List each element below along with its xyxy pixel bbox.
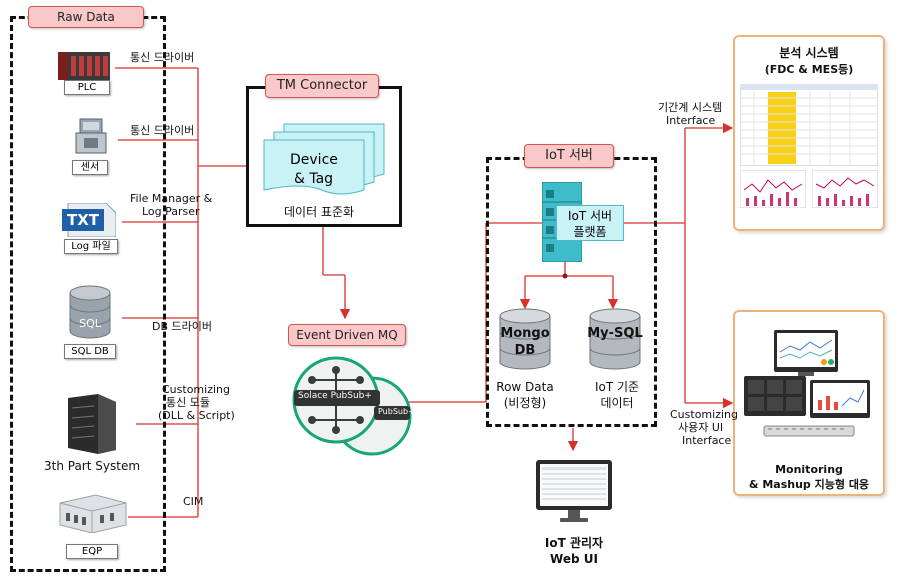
monitoring-title-1: Monitoring (775, 463, 843, 476)
monitoring-link-3: Interface (682, 434, 732, 447)
analysis-title-2: (FDC & MES등) (764, 63, 854, 76)
iot-platform-box[interactable]: IoT 서버 플랫폼 (556, 205, 624, 241)
analysis-table-thumbnail (739, 83, 879, 167)
third-party-link-3: (DLL & Script) (158, 409, 235, 422)
txt-file-icon: TXT (62, 202, 117, 238)
eqp-label: EQP (66, 544, 118, 559)
doc-line-2: & Tag (294, 171, 334, 187)
row-data-caption-2: (비정형) (503, 396, 547, 410)
mongo-db-icon (498, 308, 552, 370)
mysql-db-icon (588, 308, 642, 370)
third-party-label: 3th Part System (44, 459, 141, 473)
plc-label: PLC (64, 80, 110, 95)
badge-back-text: PubSub+ (378, 407, 415, 416)
row-data-caption-1: Row Data (496, 380, 554, 394)
server-rack-icon (64, 392, 120, 454)
analysis-link-2: Interface (666, 114, 716, 127)
tm-caption: 데이터 표준화 (284, 205, 355, 219)
analysis-link-1: 기간계 시스템 (658, 101, 723, 114)
monitoring-screens-icon (744, 330, 874, 444)
sensor-icon (72, 117, 110, 157)
sensor-label: 센서 (72, 160, 108, 175)
badge-front-text: Solace PubSub+ (298, 391, 372, 401)
third-party-link-2: 통신 모듈 (166, 396, 210, 409)
iot-admin-label-2: Web UI (550, 552, 598, 566)
device-tag-doc-icon: Device & Tag (262, 122, 388, 198)
doc-line-1: Device (290, 152, 338, 168)
solace-badges-icon: Solace PubSub+ PubSub+ (290, 350, 416, 456)
mysql-label: My-SQL (587, 326, 643, 341)
log-link-label-2: Log Parser (142, 205, 200, 218)
iot-std-caption-1: IoT 기준 (594, 380, 640, 394)
sensor-link-label: 통신 드라이버 (130, 124, 195, 137)
txt-icon-text: TXT (66, 211, 100, 229)
platform-line-2: 플랫폼 (573, 225, 607, 239)
eqp-icon (56, 493, 128, 534)
platform-line-1: IoT 서버 (567, 209, 613, 223)
third-party-link-1: Customizing (162, 383, 230, 396)
eqp-link-label: CIM (183, 495, 204, 508)
mongo-label-1: Mongo (500, 326, 550, 341)
sql-icon-text: SQL (79, 317, 101, 330)
sql-db-label: SQL DB (64, 344, 116, 359)
sql-db-icon: SQL (68, 285, 112, 339)
iot-admin-label-1: IoT 관리자 (544, 536, 604, 550)
analysis-chart-thumbnail-2 (811, 169, 879, 209)
monitoring-title-2: & Mashup 지능형 대응 (748, 478, 870, 491)
iot-std-caption-2: 데이터 (600, 396, 634, 410)
log-link-label-1: File Manager & (130, 192, 213, 205)
tm-connector-title: TM Connector (265, 74, 379, 98)
webui-monitor-icon (534, 458, 614, 524)
monitoring-link-1: Customizing (670, 408, 738, 421)
mongo-label-2: DB (514, 343, 536, 358)
plc-link-label: 통신 드라이버 (130, 51, 195, 64)
monitoring-link-2: 사용자 UI (678, 421, 724, 434)
plc-icon (58, 50, 112, 82)
iot-server-title: IoT 서버 (524, 144, 614, 168)
raw-data-title: Raw Data (28, 6, 144, 28)
event-mq-title: Event Driven MQ (288, 324, 406, 346)
analysis-title-1: 분석 시스템 (779, 46, 839, 60)
analysis-chart-thumbnail-1 (739, 169, 807, 209)
sql-link-label: DB 드라이버 (152, 320, 212, 333)
log-file-label: Log 파일 (64, 239, 118, 254)
